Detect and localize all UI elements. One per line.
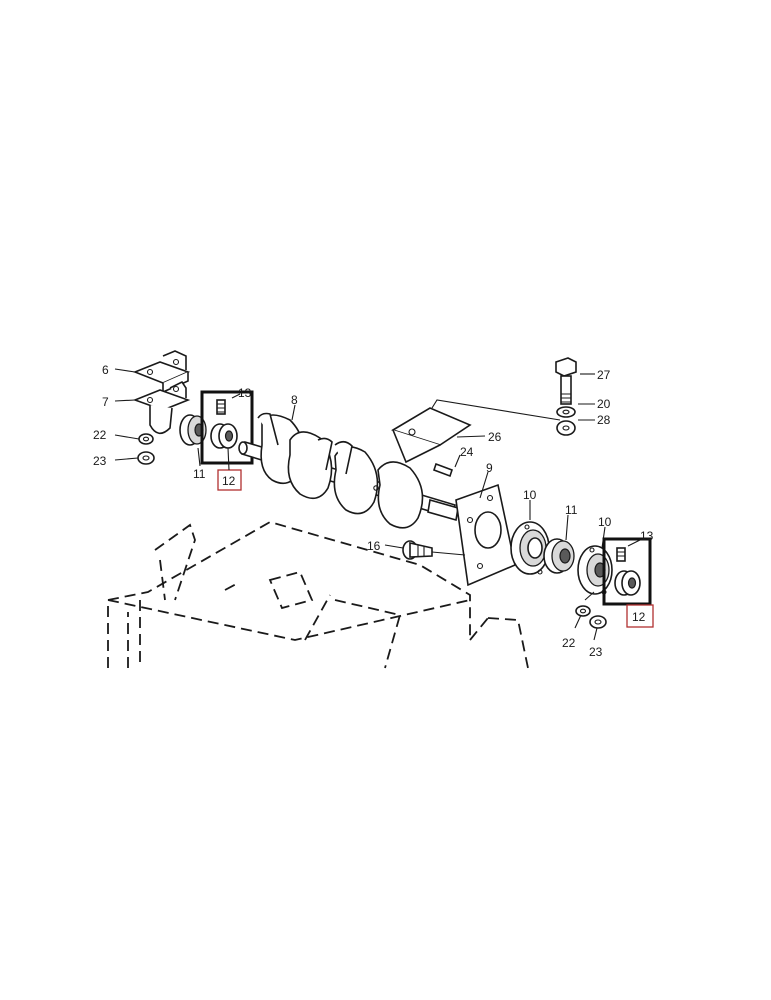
label-10-a: 10 <box>523 488 537 502</box>
collar-12-left <box>210 423 238 449</box>
label-13-right: 13 <box>640 529 654 543</box>
auger-shaft-8 <box>238 412 459 529</box>
nut-23-left <box>137 451 155 465</box>
label-28: 28 <box>597 413 611 427</box>
washer-22-right <box>575 605 591 617</box>
part-labels: 6 7 22 23 11 13 12 8 27 20 28 26 24 9 10… <box>93 363 654 659</box>
label-24: 24 <box>460 445 474 459</box>
nut-23-right <box>589 615 607 629</box>
callout-box-12-left <box>217 469 242 491</box>
hopper-outline <box>107 521 529 669</box>
label-26: 26 <box>488 430 502 444</box>
label-20: 20 <box>597 397 611 411</box>
label-12-right: 12 <box>632 610 646 624</box>
flange-10-a <box>510 521 550 575</box>
bolt-16 <box>402 540 433 560</box>
label-9: 9 <box>486 461 493 475</box>
label-7: 7 <box>102 395 109 409</box>
label-13-left: 13 <box>238 386 252 400</box>
washer-22-left <box>138 433 154 445</box>
label-12-left: 12 <box>222 474 236 488</box>
label-6: 6 <box>102 363 109 377</box>
label-11-right: 11 <box>565 503 578 517</box>
label-23-left: 23 <box>93 454 107 468</box>
highlight-box-left <box>200 390 254 465</box>
collar-12-right <box>614 570 641 596</box>
nut-28 <box>556 420 576 436</box>
bearing-11-right <box>543 538 575 574</box>
washer-20 <box>556 406 576 418</box>
label-27: 27 <box>597 368 611 382</box>
callout-box-12-right <box>626 604 654 628</box>
flange-10-b <box>577 545 613 595</box>
flange-plate-9 <box>455 483 516 587</box>
bracket-6 <box>132 350 191 394</box>
set-screw-13-right <box>616 547 626 562</box>
highlight-box-right <box>602 537 652 606</box>
label-22-right: 22 <box>562 636 576 650</box>
bracket-7 <box>132 380 191 435</box>
bolt-27 <box>555 357 577 405</box>
label-10-b: 10 <box>598 515 612 529</box>
set-screw-13-left <box>216 399 226 415</box>
label-11-left: 11 <box>193 467 206 481</box>
label-16: 16 <box>367 539 381 553</box>
label-22-left: 22 <box>93 428 107 442</box>
label-8: 8 <box>291 393 298 407</box>
plate-26 <box>391 399 561 464</box>
key-24 <box>432 462 454 478</box>
label-23-right: 23 <box>589 645 603 659</box>
